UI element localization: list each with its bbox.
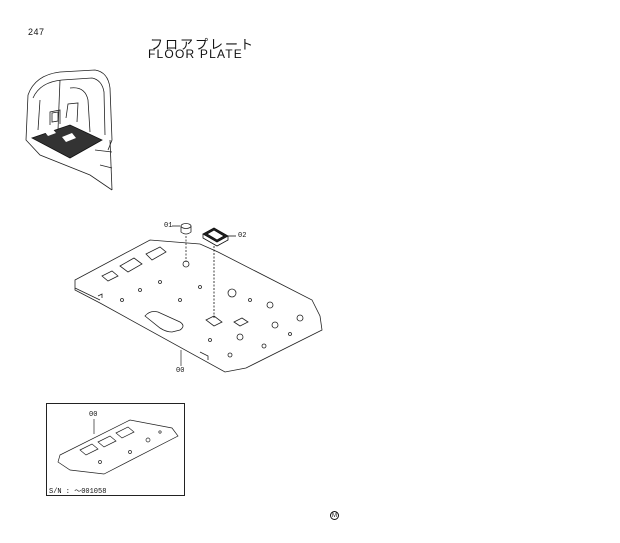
circled-mark: M	[330, 511, 339, 520]
floor-plate	[74, 239, 323, 373]
serial-number-note: S/N : ～001058	[49, 488, 107, 496]
cab-locator-sketch	[25, 69, 113, 191]
callout-part-01: 01	[164, 222, 173, 230]
cover-part-02	[202, 227, 236, 318]
inset-callout-part-00: 00	[89, 411, 98, 419]
plug-part-01	[172, 223, 192, 262]
inset-floor-plate	[57, 419, 179, 475]
callout-part-00: 00	[176, 367, 185, 375]
inset-frame	[46, 403, 185, 496]
title-japanese: フロアプレート	[150, 38, 256, 53]
title-english: FLOOR PLATE	[148, 47, 243, 61]
callout-part-02: 02	[238, 232, 247, 240]
page-number: 247	[28, 27, 45, 37]
